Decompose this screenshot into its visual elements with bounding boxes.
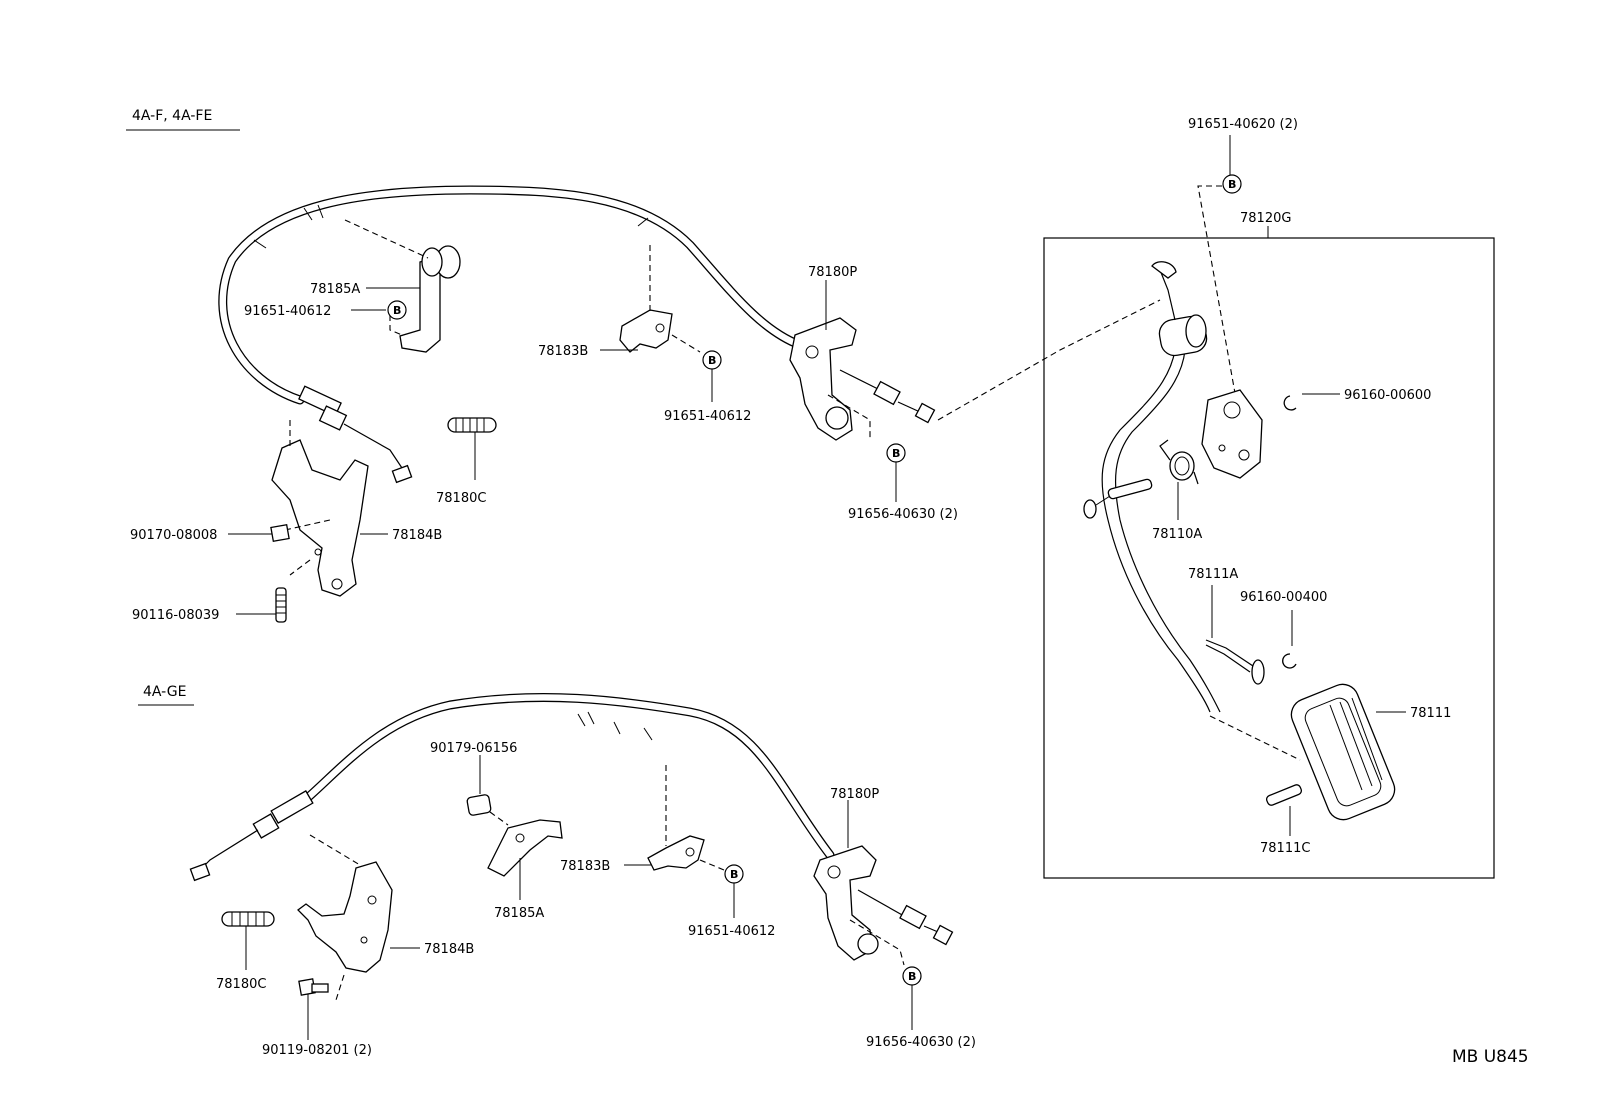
label-78184b: 78184B [424, 942, 474, 957]
svg-text:B: B [892, 447, 900, 460]
bolt-symbol-b: B [724, 864, 744, 884]
bracket-78185a-top [344, 219, 461, 353]
pedal-bracket-plate [1201, 389, 1263, 479]
label-78111c: 78111C [1260, 841, 1310, 856]
label-78180p: 78180P [808, 265, 857, 280]
bolt-symbol-b: B [1222, 174, 1242, 194]
bracket-78184b-bottom [297, 834, 420, 1001]
bracket-78184b-top [271, 420, 388, 597]
bolt-symbol-b: B [702, 350, 722, 370]
label-78180c: 78180C [216, 977, 266, 992]
label-91656-40630: 91656-40630 (2) [848, 507, 958, 522]
label-96160-00400: 96160-00400 [1240, 590, 1327, 605]
label-78180p: 78180P [830, 787, 879, 802]
label-91651-40612: 91651-40612 [244, 304, 331, 319]
svg-text:B: B [708, 354, 716, 367]
label-78183b: 78183B [560, 859, 610, 874]
bolt-symbol-b: B [387, 300, 407, 320]
dashed-leader [1209, 715, 1301, 761]
cable-end-78180p-bottom [813, 800, 954, 966]
svg-text:B: B [730, 868, 738, 881]
section-header-4a-f: 4A-F, 4A-FE [132, 108, 212, 124]
accelerator-cable-top [218, 185, 805, 484]
label-78111: 78111 [1410, 706, 1451, 721]
label-78111a: 78111A [1188, 567, 1238, 582]
spring-78111a [1205, 585, 1265, 685]
bolt-symbol-b: B [886, 443, 906, 463]
bolt-symbol-b: B [902, 966, 922, 986]
label-78180c: 78180C [436, 491, 486, 506]
cable-end-78180p-top [789, 317, 936, 441]
label-78110a: 78110A [1152, 527, 1202, 542]
svg-text:B: B [393, 304, 401, 317]
label-78184b: 78184B [392, 528, 442, 543]
ring-96160-00400 [1282, 610, 1297, 669]
pedal-pad-78111 [1290, 683, 1406, 821]
pedal-arm [1083, 261, 1221, 713]
bracket-78185a-bottom [487, 819, 563, 900]
grommet-90179-06156 [466, 755, 509, 826]
section-header-4a-ge: 4A-GE [143, 684, 186, 700]
bolt-90119-08201 [298, 978, 329, 1040]
dashed-leader [1197, 185, 1239, 411]
svg-text:B: B [1228, 178, 1236, 191]
label-90116-08039: 90116-08039 [132, 608, 219, 623]
label-91651-40612: 91651-40612 [688, 924, 775, 939]
pedal-assembly-box [1043, 237, 1495, 879]
label-91651-40612: 91651-40612 [664, 409, 751, 424]
label-96160-00600: 96160-00600 [1344, 388, 1431, 403]
spring-78110a [1159, 439, 1199, 520]
dashed-leader [937, 299, 1161, 421]
stud-90116-08039 [236, 587, 287, 623]
spring-78180c-bottom [221, 911, 275, 970]
clamp-78183b-bottom [624, 765, 725, 871]
accelerator-cable-bottom [189, 692, 835, 882]
label-78185a: 78185A [310, 282, 360, 297]
clamp-78183b-top [619, 245, 701, 353]
label-90119-08201: 90119-08201 (2) [262, 1043, 372, 1058]
label-91651-40620: 91651-40620 (2) [1188, 117, 1298, 132]
diagram-code: MB U845 [1452, 1047, 1529, 1067]
label-78185a: 78185A [494, 906, 544, 921]
pin-78111c [1265, 784, 1303, 836]
svg-text:B: B [908, 970, 916, 983]
label-91656-40630: 91656-40630 (2) [866, 1035, 976, 1050]
ring-96160-00600 [1283, 393, 1340, 411]
nut-90170-08008 [228, 523, 290, 543]
spring-78180c-top [447, 417, 497, 480]
label-90179-06156: 90179-06156 [430, 741, 517, 756]
label-90170-08008: 90170-08008 [130, 528, 217, 543]
label-78183b: 78183B [538, 344, 588, 359]
label-78120g: 78120G [1240, 211, 1291, 226]
